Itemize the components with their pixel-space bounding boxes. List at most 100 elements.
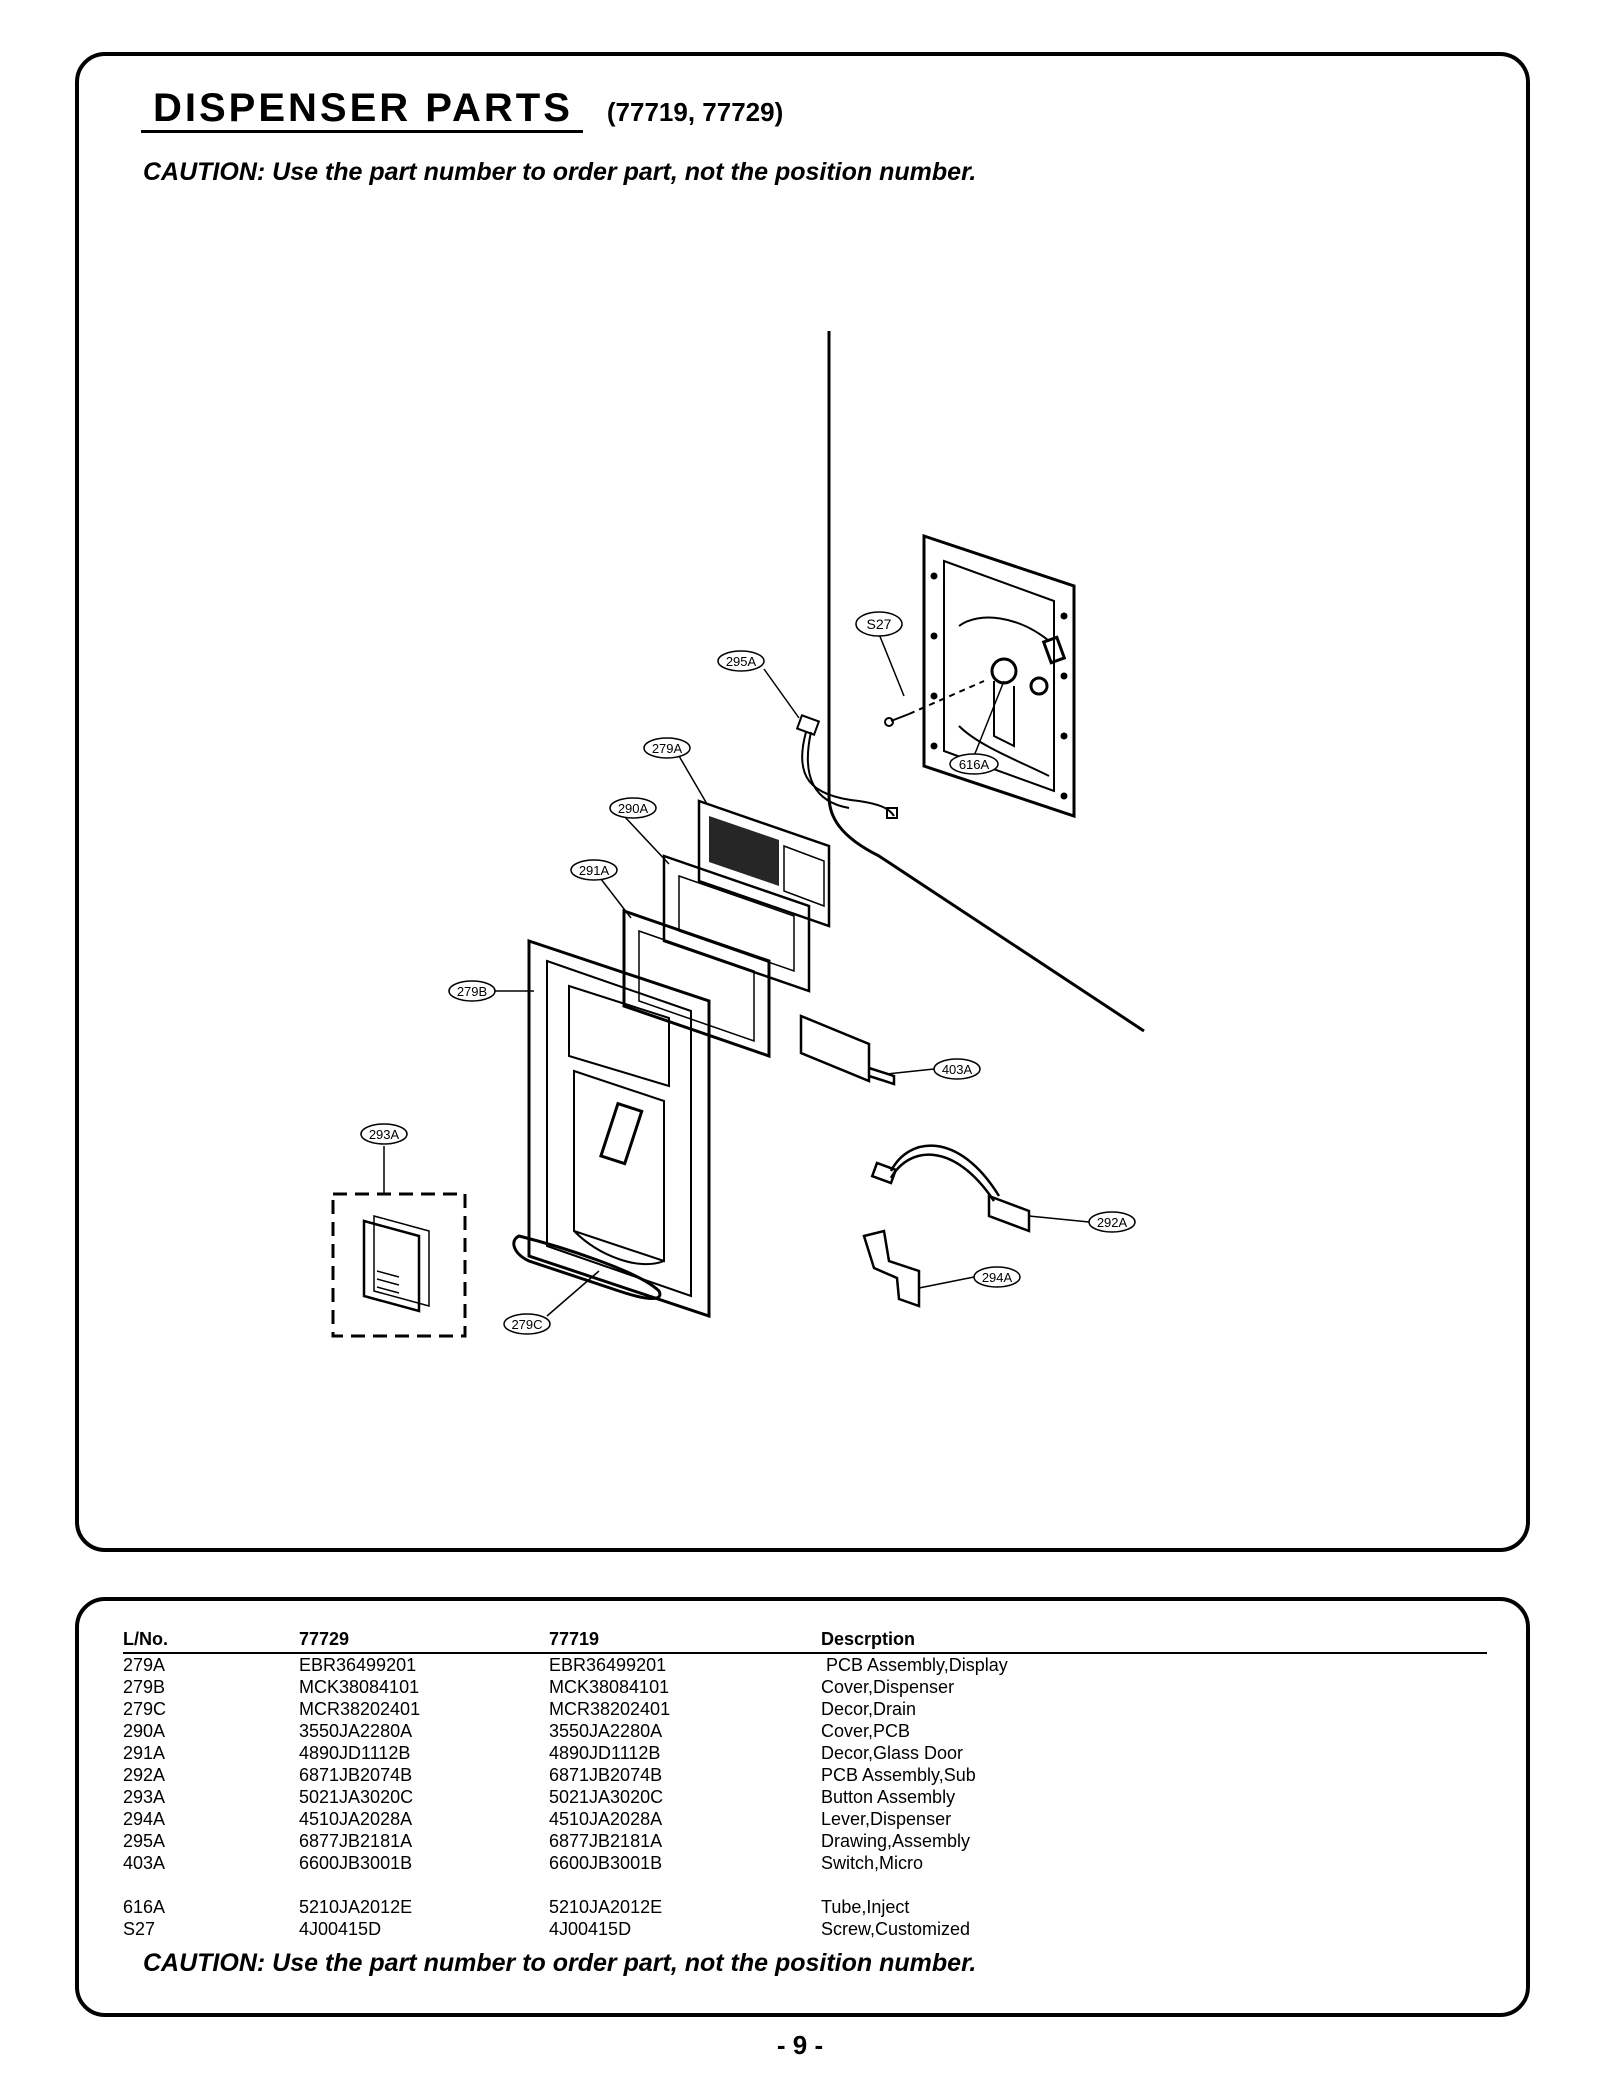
cell-77729: MCR38202401 (299, 1699, 421, 1719)
callout-293A-text: 293A (369, 1127, 400, 1142)
callout-291A-text: 291A (579, 863, 610, 878)
table-row: S27 4J00415D 4J00415D Screw,Customized (123, 1918, 1487, 1940)
callout-279C-text: 279C (511, 1317, 542, 1332)
cell-lno: 279A (123, 1655, 166, 1675)
cell-description: Switch,Micro (821, 1853, 924, 1873)
table-row: 279B MCK38084101 MCK38084101 Cover,Dispe… (123, 1676, 1487, 1698)
cell-77729: EBR36499201 (299, 1655, 417, 1675)
cell-lno: 279C (123, 1699, 167, 1719)
callout-403A (933, 1058, 981, 1080)
header-77719: 77719 (549, 1629, 600, 1649)
dispenser-lever-part (862, 1229, 921, 1308)
cell-lno: 290A (123, 1721, 166, 1741)
cell-77719: 4510JA2028A (549, 1809, 663, 1829)
cell-lno: 616A (123, 1897, 166, 1917)
cell-77719: 6871JB2074B (549, 1765, 663, 1785)
cell-lno: 279B (123, 1677, 166, 1697)
caution-note-top: CAUTION: Use the part number to order pa… (143, 158, 977, 186)
cell-lno: 292A (123, 1765, 166, 1785)
cell-77719: 4J00415D (549, 1919, 632, 1939)
cell-77729: 4J00415D (299, 1919, 382, 1939)
title-block: DISPENSER PARTS (77719, 77729) (141, 86, 783, 133)
table-row: 295A 6877JB2181A 6877JB2181A Drawing,Ass… (123, 1830, 1487, 1852)
cell-description: Tube,Inject (821, 1897, 910, 1917)
table-row: 616A 5210JA2012E 5210JA2012E Tube,Inject (123, 1896, 1487, 1918)
parts-table: L/No. 77729 77719 Descrption 279A EBR364… (123, 1629, 1487, 1940)
callout-279B (448, 980, 496, 1002)
cell-lno: S27 (123, 1919, 156, 1939)
callout-292A-text: 292A (1097, 1215, 1128, 1230)
button-assembly-part (331, 1192, 467, 1338)
cell-77719: 6600JB3001B (549, 1853, 663, 1873)
cell-77729: 6600JB3001B (299, 1853, 413, 1873)
callout-279B-text: 279B (457, 984, 487, 999)
callout-616A-text: 616A (959, 757, 990, 772)
exploded-parts-diagram: 295A S27 279A 616A 290A 291A 279B 403A 2… (331, 331, 1145, 1338)
callout-290A (609, 797, 657, 819)
cell-77729: 6877JB2181A (299, 1831, 413, 1851)
table-row: 292A 6871JB2074B 6871JB2074B PCB Assembl… (123, 1764, 1487, 1786)
page-title: DISPENSER PARTS (141, 86, 583, 133)
cell-77729: 6871JB2074B (299, 1765, 413, 1785)
cell-lno: 295A (123, 1831, 166, 1851)
callout-294A-text: 294A (982, 1270, 1013, 1285)
glass-door-decor-part (622, 908, 771, 1059)
cell-77729: 3550JA2280A (299, 1721, 413, 1741)
drain-decor-part (512, 1234, 662, 1300)
callouts: 295A S27 279A 616A 290A 291A 279B 403A 2… (360, 611, 1136, 1335)
cell-description: Decor,Drain (821, 1699, 917, 1719)
callout-294A (973, 1266, 1021, 1288)
cell-77719: 5210JA2012E (549, 1897, 663, 1917)
cell-77719: MCR38202401 (549, 1699, 671, 1719)
callout-291A (570, 859, 618, 881)
cell-description: Lever,Dispenser (821, 1809, 952, 1829)
callout-S27-text: S27 (867, 616, 892, 632)
micro-switch-part (799, 1014, 896, 1086)
cell-description: Button Assembly (821, 1787, 956, 1807)
diagram-panel: DISPENSER PARTS (77719, 77729) CAUTION: … (75, 52, 1530, 1552)
table-row: 279A EBR36499201 EBR36499201 PCB Assembl… (123, 1654, 1487, 1676)
cell-77729: 5021JA3020C (299, 1787, 414, 1807)
leader-lines (383, 633, 1090, 1317)
callout-S27 (855, 611, 903, 637)
door-outline (827, 331, 1145, 1033)
callout-295A (717, 650, 765, 672)
pcb-cover-part (662, 854, 811, 993)
callout-293A (360, 1123, 408, 1145)
parts-table-header: L/No. 77729 77719 Descrption (123, 1629, 1487, 1654)
cell-77719: 6877JB2181A (549, 1831, 663, 1851)
callout-290A-text: 290A (618, 801, 649, 816)
cell-77719: 5021JA3020C (549, 1787, 664, 1807)
callout-279A-text: 279A (652, 741, 683, 756)
callout-403A-text: 403A (942, 1062, 973, 1077)
cell-description: PCB Assembly,Display (821, 1655, 1008, 1675)
table-row: 279C MCR38202401 MCR38202401 Decor,Drain (123, 1698, 1487, 1720)
cell-77719: 3550JA2280A (549, 1721, 663, 1741)
cell-lno: 291A (123, 1743, 166, 1763)
cell-lno: 294A (123, 1809, 166, 1829)
screw-part (884, 680, 985, 727)
table-row: 293A 5021JA3020C 5021JA3020C Button Asse… (123, 1786, 1487, 1808)
table-row: 294A 4510JA2028A 4510JA2028A Lever,Dispe… (123, 1808, 1487, 1830)
cell-77729: 4510JA2028A (299, 1809, 413, 1829)
model-numbers: (77719, 77729) (606, 97, 784, 127)
cell-description: Decor,Glass Door (821, 1743, 964, 1763)
page-number: - 9 - (776, 2030, 824, 2060)
cell-77719: EBR36499201 (549, 1655, 667, 1675)
cell-77729: 5210JA2012E (299, 1897, 413, 1917)
cell-description: Cover,Dispenser (821, 1677, 955, 1697)
cell-description: PCB Assembly,Sub (821, 1765, 976, 1785)
caution-note-bottom: CAUTION: Use the part number to order pa… (143, 1949, 977, 1977)
callout-279C (503, 1313, 551, 1335)
cell-description: Screw,Customized (821, 1919, 971, 1939)
cell-77719: MCK38084101 (549, 1677, 670, 1697)
cell-lno: 403A (123, 1853, 166, 1873)
header-77729: 77729 (299, 1629, 350, 1649)
cell-lno: 293A (123, 1787, 166, 1807)
sub-pcb-part (870, 1144, 1031, 1233)
table-row: 291A 4890JD1112B 4890JD1112B Decor,Glass… (123, 1742, 1487, 1764)
cell-77729: 4890JD1112B (299, 1743, 411, 1763)
cell-77719: 4890JD1112B (549, 1743, 661, 1763)
pcb-display-part (697, 799, 831, 928)
dispenser-cover-part (527, 938, 711, 1319)
